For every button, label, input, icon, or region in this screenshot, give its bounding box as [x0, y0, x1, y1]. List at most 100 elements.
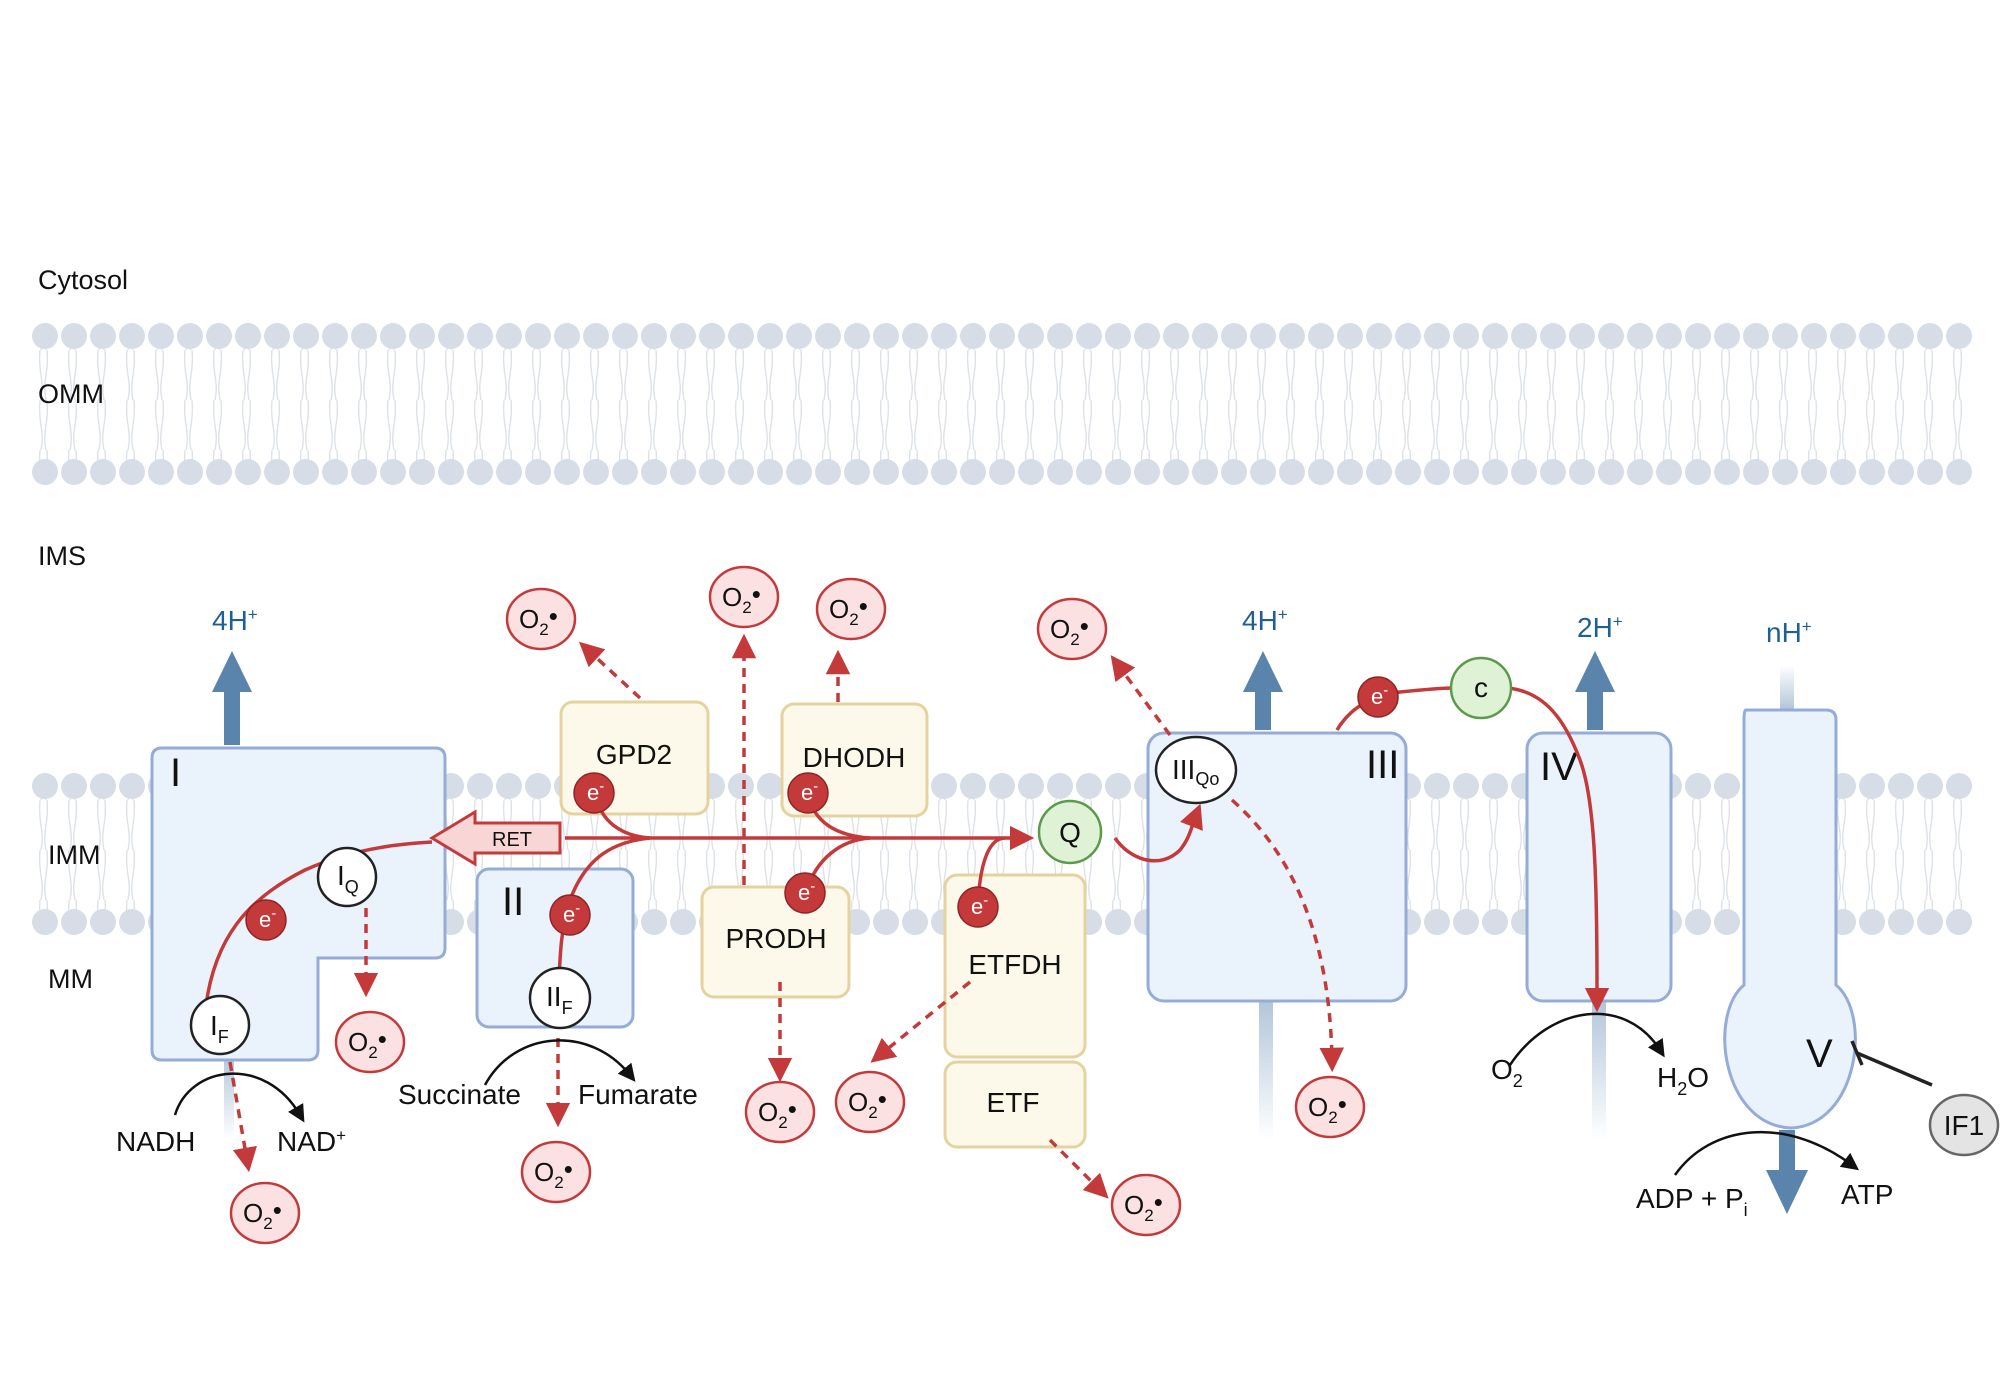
- carrier-q-label: Q: [1059, 817, 1081, 848]
- lipid-head: [32, 909, 58, 935]
- lipid-head: [1743, 323, 1769, 349]
- lipid-head: [1134, 323, 1160, 349]
- adp-label: ADP + Pi: [1636, 1183, 1748, 1220]
- etf-protein: [943, 1060, 1087, 1149]
- lipid-head: [90, 459, 116, 485]
- lipid-head: [1685, 909, 1711, 935]
- lipid-head: [1888, 773, 1914, 799]
- lipid-head: [1134, 459, 1160, 485]
- electron-badge: e-: [573, 772, 615, 814]
- lipid-head: [90, 773, 116, 799]
- q-to-iiiqo-path: [1113, 803, 1203, 863]
- lipid-head: [1888, 459, 1914, 485]
- lipid-head: [728, 323, 754, 349]
- etfdh-ros-arrow: [870, 980, 972, 1063]
- lipid-head: [1018, 459, 1044, 485]
- lipid-head: [844, 323, 870, 349]
- svg-text:O2•: O2•: [1124, 1187, 1163, 1225]
- nadh-arc: [173, 1072, 305, 1123]
- svg-text:e-: e-: [801, 778, 818, 805]
- lipid-head: [1888, 323, 1914, 349]
- lipid-head: [1598, 459, 1624, 485]
- lipid-head: [1192, 323, 1218, 349]
- lipid-head: [728, 773, 754, 799]
- electron-badge: e-: [1357, 676, 1399, 718]
- svg-text:O2•: O2•: [758, 1094, 797, 1132]
- lipid-head: [1946, 459, 1972, 485]
- lipid-head: [873, 909, 899, 935]
- succinate-arc: [483, 1039, 636, 1086]
- lipid-head: [1105, 909, 1131, 935]
- h2o-label: H2O: [1657, 1062, 1709, 1099]
- lipid-head: [1714, 459, 1740, 485]
- lipid-head: [1163, 459, 1189, 485]
- dhodh-label: DHODH: [803, 742, 906, 773]
- omm-bottom-heads: [32, 459, 1972, 485]
- lipid-head: [1453, 909, 1479, 935]
- proton-arrows: [212, 651, 1808, 1214]
- lipid-head: [1221, 459, 1247, 485]
- lipid-head: [1917, 773, 1943, 799]
- lipid-head: [612, 459, 638, 485]
- lipid-head: [177, 323, 203, 349]
- lipid-head: [525, 459, 551, 485]
- superoxide-badge: O2•: [1294, 1075, 1366, 1139]
- lipid-head: [1482, 459, 1508, 485]
- carrier-q: Q: [1037, 799, 1103, 865]
- iq-sub: Q: [345, 877, 359, 897]
- iiiqo-ros-down-arrow: [1230, 798, 1345, 1073]
- lipid-head: [1047, 459, 1073, 485]
- c1-electron-path: [204, 840, 433, 1006]
- lipid-head: [1105, 323, 1131, 349]
- lipid-head: [1250, 323, 1276, 349]
- c4-proton-label: 2H+: [1577, 612, 1623, 643]
- lipid-head: [235, 323, 261, 349]
- lipid-head: [670, 909, 696, 935]
- lipid-head: [1308, 459, 1334, 485]
- reaction-arcs: [173, 1012, 1860, 1176]
- if-sub: F: [218, 1027, 229, 1047]
- electron-badge: e-: [787, 772, 829, 814]
- svg-text:IIF: IIF: [546, 981, 573, 1018]
- lipid-head: [380, 459, 406, 485]
- lipid-head: [351, 323, 377, 349]
- lipid-head: [902, 459, 928, 485]
- label-mm: MM: [48, 964, 93, 994]
- lipid-head: [1540, 323, 1566, 349]
- lipid-head: [1395, 323, 1421, 349]
- lipid-head: [612, 323, 638, 349]
- lipid-head: [1656, 323, 1682, 349]
- lipid-head: [1424, 909, 1450, 935]
- succinate-label: Succinate: [398, 1079, 521, 1110]
- carrier-c: c: [1449, 656, 1513, 720]
- lipid-head: [1598, 323, 1624, 349]
- lipid-head: [467, 323, 493, 349]
- c4-proton-arrow: [1575, 651, 1615, 730]
- c3-stem: [1259, 1000, 1273, 1140]
- lipid-head: [815, 323, 841, 349]
- c1-stem: [224, 1055, 234, 1140]
- lipid-head: [1163, 323, 1189, 349]
- o2-substrate-label: O2: [1491, 1054, 1523, 1091]
- lipid-head: [293, 459, 319, 485]
- lipid-head: [1859, 773, 1885, 799]
- ret-label: RET: [492, 829, 532, 851]
- superoxide-badge: O2•: [505, 587, 577, 651]
- superoxide-badge: O2•: [520, 1140, 592, 1204]
- complex-i-label: I: [170, 751, 181, 795]
- lipid-head: [1076, 773, 1102, 799]
- lipid-head: [61, 459, 87, 485]
- svg-text:e-: e-: [563, 900, 580, 927]
- electron-badge: e-: [245, 899, 287, 941]
- label-cytosol: Cytosol: [38, 265, 128, 295]
- adp-arc: [1673, 1130, 1860, 1176]
- lipid-head: [583, 459, 609, 485]
- lipid-head: [1511, 323, 1537, 349]
- lipid-head: [873, 459, 899, 485]
- lipid-head: [496, 773, 522, 799]
- svg-text:e-: e-: [259, 905, 276, 932]
- lipid-head: [496, 459, 522, 485]
- lipid-head: [1946, 909, 1972, 935]
- iif-sub: F: [562, 998, 573, 1018]
